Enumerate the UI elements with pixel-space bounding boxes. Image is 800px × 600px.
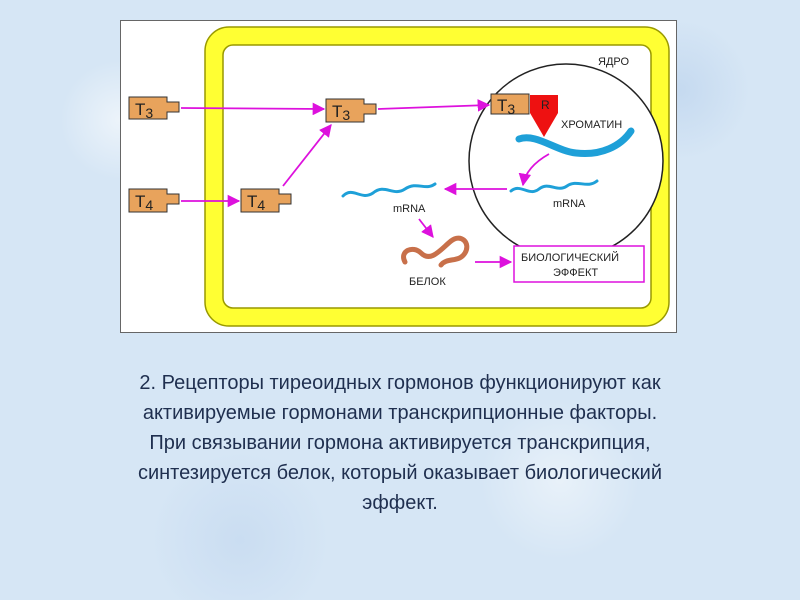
t3-hormone-inside: T3: [325, 98, 377, 123]
arrow-t4-to-t3: [282, 124, 332, 187]
protein-label: БЕЛОК: [409, 276, 446, 288]
mrna-nucleus-label: mRNA: [553, 198, 586, 210]
caption-line-3: При связывании гормона активируется тран…: [149, 432, 651, 454]
biological-effect-box: БИОЛОГИЧЕСКИЙ ЭФФЕКТ: [513, 245, 645, 283]
arrow-mrna-to-protein: [418, 218, 434, 238]
caption-line-1: 2. Рецепторы тиреоидных гормонов функцио…: [139, 372, 661, 394]
chromatin: [515, 127, 635, 158]
hormone-diagram: ЯДРО T3 T4 T4 T3 R T3: [120, 20, 677, 333]
svg-text:БИОЛОГИЧЕСКИЙ: БИОЛОГИЧЕСКИЙ: [521, 251, 619, 264]
protein: [401, 235, 470, 268]
t4-hormone-inside: T4: [240, 188, 292, 213]
mrna-cytoplasm-label: mRNA: [393, 203, 426, 215]
arrow-t3-entry: [180, 102, 326, 116]
arrow-t3-to-nucleus: [377, 99, 491, 112]
nucleus-label: ЯДРО: [598, 56, 629, 68]
mrna-nucleus: [509, 179, 599, 194]
nucleus: [468, 63, 664, 259]
svg-text:T3: T3: [497, 96, 515, 117]
svg-text:T4: T4: [247, 192, 265, 213]
mrna-cytoplasm: [341, 182, 437, 198]
t4-hormone-outside: T4: [128, 188, 180, 213]
diagram-canvas: ЯДРО T3 T4 T4 T3 R T3: [128, 26, 670, 327]
caption-line-4: синтезируется белок, который оказывает б…: [137, 462, 663, 484]
svg-text:R: R: [541, 98, 550, 112]
chromatin-label: ХРОМАТИН: [561, 119, 622, 131]
caption: 2. Рецепторы тиреоидных гормонов функцио…: [40, 368, 760, 518]
svg-text:T3: T3: [135, 100, 153, 121]
caption-line-2: активируемые гормонами транскрипционные …: [142, 402, 658, 424]
arrow-chromatin-to-mrna: [518, 153, 550, 187]
receptor: R: [530, 95, 558, 137]
t3-hormone-outside: T3: [128, 96, 180, 121]
t3-hormone-bound: T3: [490, 93, 530, 117]
svg-text:T3: T3: [332, 102, 350, 123]
caption-line-5: эффект.: [362, 492, 438, 514]
svg-text:T4: T4: [135, 192, 153, 213]
svg-text:ЭФФЕКТ: ЭФФЕКТ: [553, 267, 598, 279]
